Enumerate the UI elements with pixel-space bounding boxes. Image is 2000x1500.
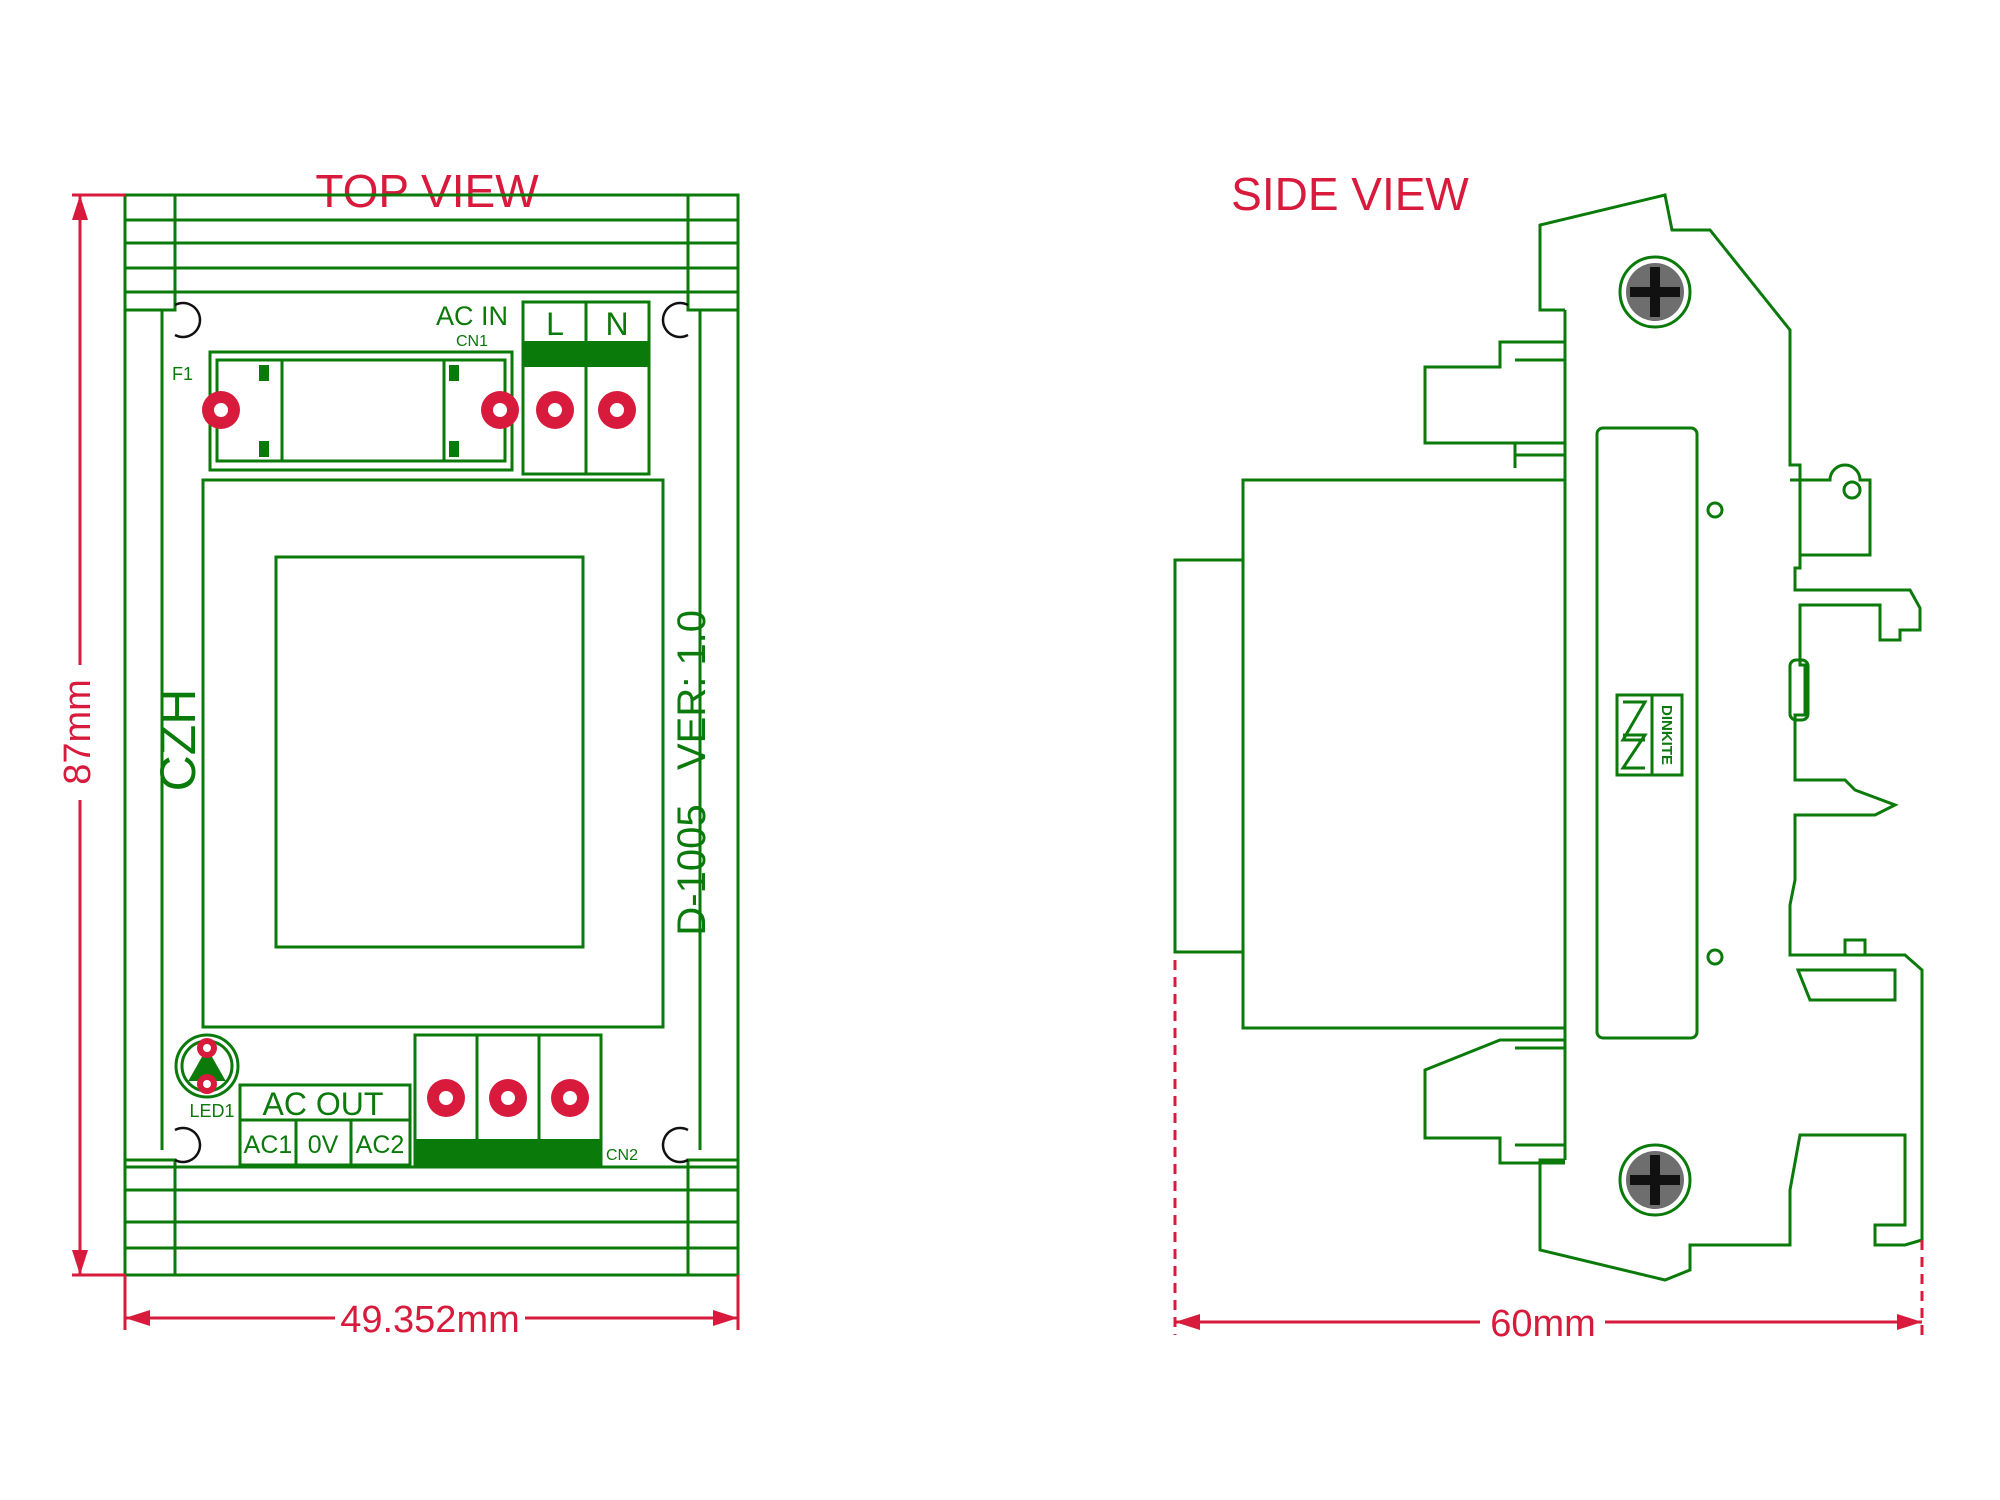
ac-out-terminal-ac1: AC1 [244, 1131, 293, 1159]
dimension-height [72, 193, 125, 1277]
dimension-width-label: 49.352mm [340, 1299, 520, 1341]
dimension-depth [1173, 960, 1924, 1335]
screw-top-icon [1618, 255, 1692, 329]
transformer-top [201, 478, 665, 1029]
ac-out-terminal-block: CN2 [413, 1033, 638, 1167]
top-view-title: TOP VIEW [315, 165, 539, 217]
terminal-label-n: N [605, 306, 628, 342]
top-view-board [123, 193, 740, 1277]
ac-out-terminal-ac2: AC2 [356, 1131, 405, 1159]
model-label: D-1005 [670, 804, 714, 935]
ac-out-terminal-0v: 0V [308, 1131, 339, 1159]
dimension-height-label: 87mm [57, 679, 99, 785]
fuse-label: F1 [172, 364, 193, 384]
dinkite-logo: DINKITE [1615, 693, 1684, 777]
terminal-label-l: L [546, 306, 564, 342]
ac-in-title: AC IN [436, 301, 508, 331]
led-indicator: LED1 [174, 1033, 240, 1121]
dimension-depth-label: 60mm [1490, 1303, 1596, 1345]
side-view-housing [1173, 193, 1924, 1282]
logo-text: DINKITE [1658, 705, 1675, 765]
ac-in-connector-label: CN1 [456, 333, 488, 350]
brand-label: CZH [150, 689, 206, 792]
dimension-width [123, 1275, 740, 1330]
ac-in-terminal-block: AC IN CN1 L N [436, 300, 651, 476]
version-label: VER: 1.0 [670, 610, 714, 770]
led-label: LED1 [189, 1101, 234, 1121]
ac-out-connector-label: CN2 [606, 1147, 638, 1164]
side-view-title: SIDE VIEW [1231, 168, 1469, 220]
ac-out-title: AC OUT [263, 1086, 384, 1122]
fuse-holder: F1 [172, 350, 519, 472]
screw-bottom-icon [1618, 1143, 1692, 1217]
ac-out-label-box: AC OUT AC1 0V AC2 [238, 1083, 412, 1167]
